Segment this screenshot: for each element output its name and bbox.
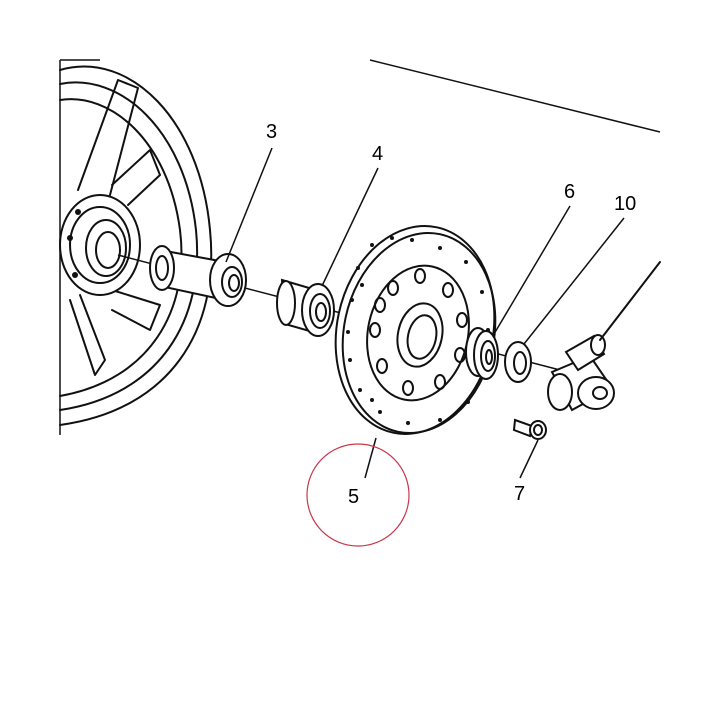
callout-7: 7 [514, 483, 525, 505]
highlight-circle [306, 443, 410, 547]
part-3-spacer [149, 245, 247, 307]
part-7-bolt [512, 418, 547, 440]
part-6-bearing [465, 327, 499, 380]
callout-10: 10 [614, 193, 636, 215]
part-10-washer [504, 341, 532, 383]
callout-4: 4 [372, 143, 383, 165]
part-4-bearing [276, 278, 335, 337]
part-5-brake-disc [334, 225, 497, 435]
callout-5: 5 [348, 486, 359, 508]
leader-lines [225, 147, 625, 479]
speedometer-drive [547, 261, 661, 412]
callout-3: 3 [266, 121, 277, 143]
wheel [59, 65, 213, 426]
callout-6: 6 [564, 181, 575, 203]
